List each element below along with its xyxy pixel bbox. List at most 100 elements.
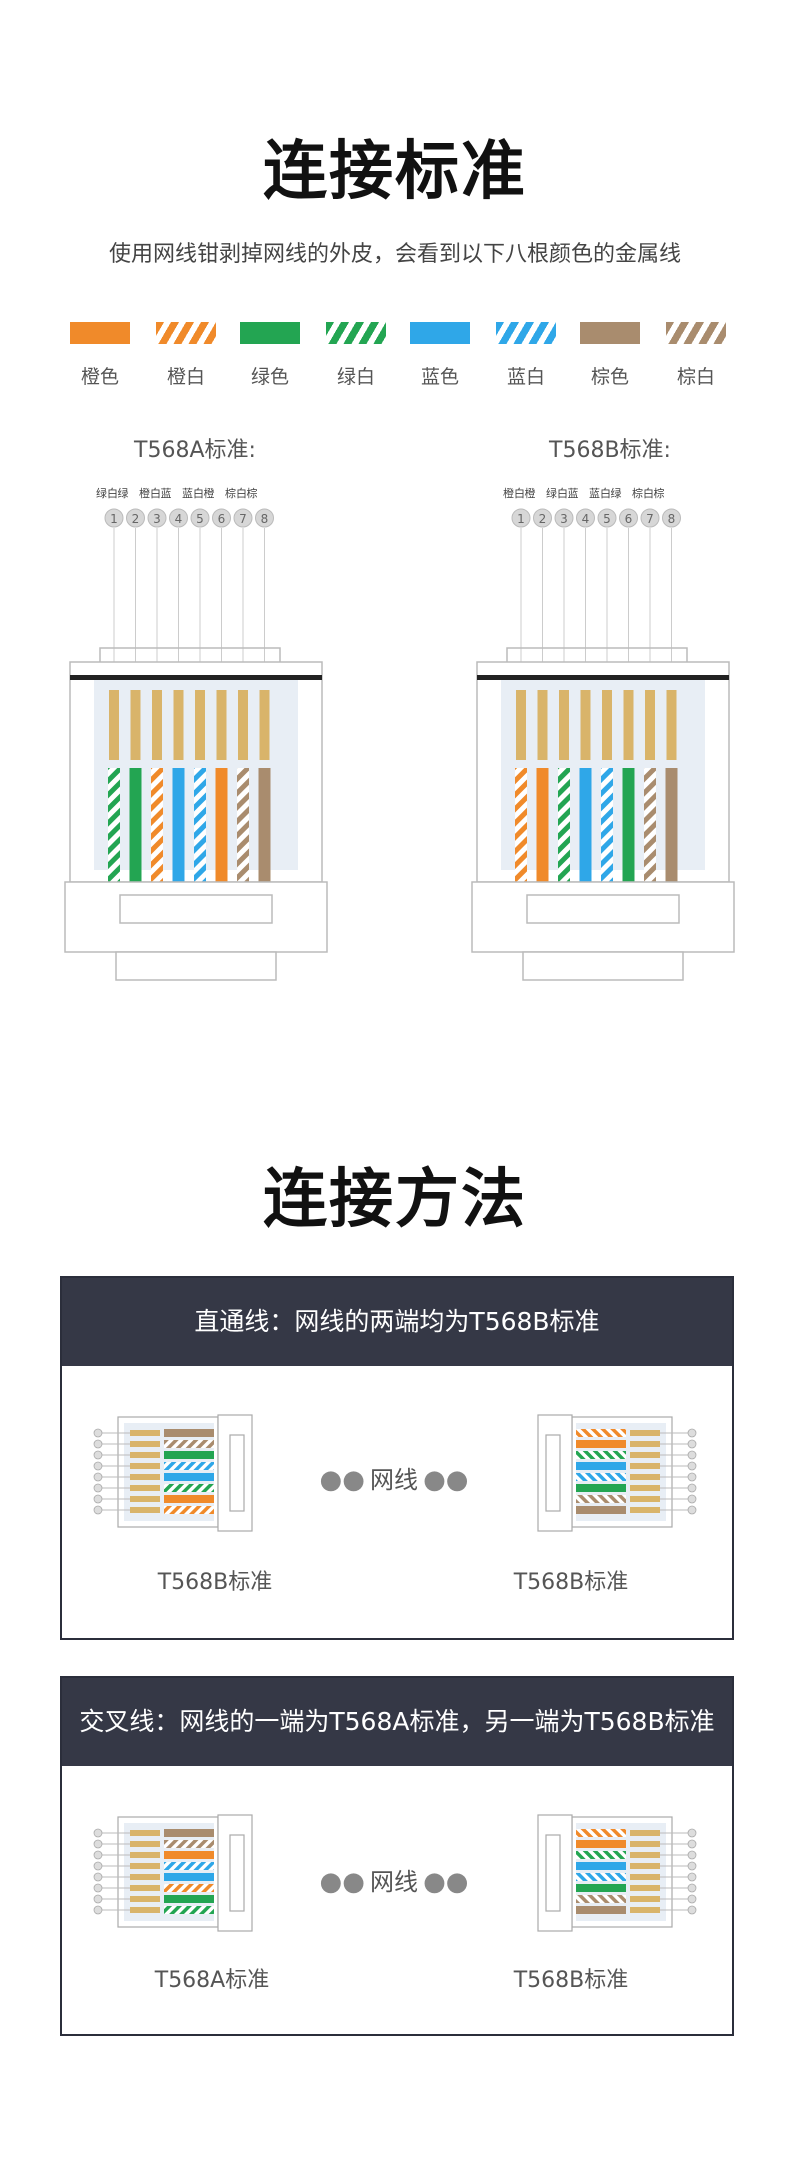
pin-number: 8	[662, 508, 681, 528]
gold-contact	[623, 690, 634, 760]
gold-contact	[109, 690, 119, 760]
swatch-label: 蓝色	[420, 366, 459, 388]
pin-number: 3	[147, 508, 167, 528]
pin-number: 2	[126, 508, 145, 528]
gold-contact	[259, 690, 270, 760]
wire	[644, 768, 656, 913]
wire	[579, 768, 592, 913]
wire	[576, 1851, 626, 1859]
svg-text:7: 7	[239, 512, 247, 526]
pin-label: 绿白	[96, 487, 118, 500]
wire	[258, 768, 271, 913]
svg-text:5: 5	[196, 512, 204, 526]
gold-contact	[537, 690, 548, 760]
wire	[194, 768, 206, 913]
wire	[536, 768, 549, 913]
wire	[164, 1862, 214, 1870]
wire	[665, 768, 678, 913]
wire	[164, 1906, 214, 1914]
wire	[576, 1473, 626, 1481]
pin-label: 绿	[117, 487, 129, 500]
wire	[576, 1873, 626, 1881]
swatch-2	[156, 322, 216, 344]
pin-label: 棕白	[632, 487, 654, 500]
svg-text:3: 3	[153, 512, 161, 526]
gold-contact	[130, 690, 141, 760]
wire	[215, 768, 228, 913]
wire	[576, 1895, 626, 1903]
crossover-left-caption: T568A标准	[154, 1968, 270, 1993]
pin-label: 棕	[246, 487, 258, 500]
wire	[622, 768, 635, 913]
wire	[151, 768, 163, 913]
svg-text:6: 6	[625, 512, 633, 526]
pin-number: 6	[212, 508, 231, 528]
pin-number: 1	[104, 508, 124, 528]
wire	[164, 1851, 214, 1859]
pin-label: 蓝	[160, 487, 172, 500]
pin-label: 蓝白	[182, 487, 204, 500]
wire	[576, 1506, 626, 1514]
wire	[164, 1829, 214, 1837]
pin-label: 橙	[203, 487, 215, 500]
svg-text:2: 2	[132, 512, 140, 526]
pin-number: 5	[597, 508, 617, 528]
swatch-8	[666, 322, 726, 344]
straight-cable-label-group: ●● 网线 ●●	[314, 1460, 474, 1495]
section-title-method: 连接方法	[263, 1163, 527, 1237]
wire	[576, 1862, 626, 1870]
crossover-heading: 交叉线：网线的一端为T568A标准，另一端为T568B标准	[62, 1678, 732, 1766]
wire	[576, 1495, 626, 1503]
swatch-label: 橙白	[166, 366, 205, 388]
pin-number: 3	[554, 508, 574, 528]
pin-number: 7	[233, 508, 253, 528]
wire	[576, 1462, 626, 1470]
swatch-3	[240, 322, 300, 344]
wire	[576, 1451, 626, 1459]
gold-contact	[173, 690, 184, 760]
wire	[164, 1840, 214, 1848]
pin-label: 蓝	[567, 487, 579, 500]
pin-number: 8	[255, 508, 274, 528]
svg-text:7: 7	[646, 512, 654, 526]
wire	[576, 1429, 626, 1437]
gold-contact	[645, 690, 655, 760]
dots-right-icon: ●●	[423, 1867, 469, 1897]
wire	[164, 1451, 214, 1459]
pin-label: 橙白	[139, 487, 161, 500]
gold-contact	[516, 690, 526, 760]
swatch-label: 棕色	[590, 366, 629, 388]
wire	[129, 768, 142, 913]
pin-number: 1	[511, 508, 531, 528]
swatch-label: 棕白	[676, 366, 715, 388]
svg-text:4: 4	[582, 512, 590, 526]
svg-text:1: 1	[517, 512, 525, 526]
wire	[164, 1429, 214, 1437]
wire	[164, 1440, 214, 1448]
swatch-label: 橙色	[80, 366, 119, 388]
pin-label: 绿	[610, 487, 622, 500]
pin-label: 绿白	[546, 487, 568, 500]
wire	[558, 768, 570, 913]
wire	[576, 1829, 626, 1837]
pin-number: 4	[169, 508, 188, 528]
straight-right-connector	[537, 1414, 697, 1532]
wire	[164, 1873, 214, 1881]
svg-text:4: 4	[175, 512, 183, 526]
t568b-pin-labels: 橙白橙绿白蓝蓝白绿棕白棕	[503, 485, 693, 501]
swatch-label: 蓝白	[506, 366, 545, 388]
wire	[576, 1884, 626, 1892]
wire	[172, 768, 185, 913]
wire	[164, 1484, 214, 1492]
wire	[237, 768, 249, 913]
section-title-standard: 连接标准	[263, 135, 527, 209]
wire	[515, 768, 527, 913]
wire	[164, 1506, 214, 1514]
dots-left-icon: ●●	[319, 1465, 365, 1495]
gold-contact	[602, 690, 612, 760]
crossover-cable-label: 网线	[370, 1868, 418, 1896]
swatch-7	[580, 322, 640, 344]
swatch-label: 绿白	[336, 366, 375, 388]
pin-number: 4	[576, 508, 595, 528]
